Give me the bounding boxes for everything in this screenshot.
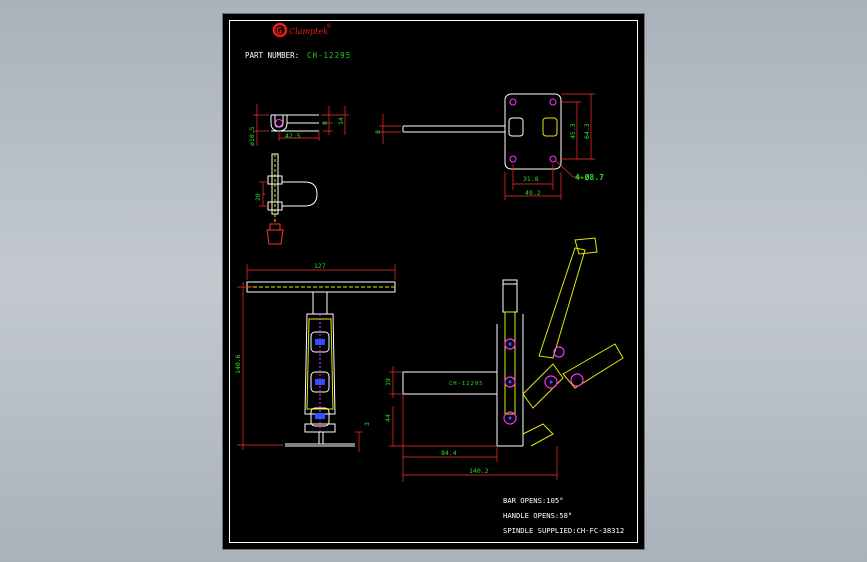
dim-140-2: 140.2 [469,467,489,475]
dim-3: 3 [363,422,371,426]
note-handle-opens: HANDLE OPENS:58° [503,511,572,520]
dim-84-4: 84.4 [441,449,457,457]
spindle-side-view [263,153,318,245]
dim-20: 20 [254,193,262,201]
dim-42-5: 42.5 [285,132,301,140]
clamp-top-dims [379,93,595,200]
notes-block: BAR OPENS:105° HANDLE OPENS:58° SPINDLE … [503,496,624,535]
brand-mark: ® [327,23,331,30]
note-bar-opens: BAR OPENS:105° [503,496,564,505]
dim-hole-callout: 4-Ø8.7 [575,172,604,182]
side-dims [389,366,558,482]
dim-14: 14 [337,117,345,125]
front-dims [237,264,396,452]
front-pins [315,339,325,419]
bar-part-label: CH-12295 [449,381,484,387]
drawing-canvas: G Clamptek ® PART NUMBER: CH-12295 [234,22,624,535]
dim-64-3: 64.3 [583,123,591,139]
dim-19: 19 [384,378,392,386]
dim-8-bar: 8 [374,130,382,134]
dim-8-top: 8 [321,121,329,125]
dim-49-2: 49.2 [525,189,541,197]
dim-44: 44 [384,414,392,422]
brand-name: Clamptek [289,27,328,36]
part-number-value: CH-12295 [307,51,351,60]
spindle-side-dims [259,181,269,207]
clamp-top-view [402,93,562,170]
clamp-side-view [402,237,624,447]
spindle-top-view [270,114,319,132]
dim-31-8: 31.8 [523,175,539,183]
dim-45-3: 45.3 [569,123,577,139]
dim-dia-10-5: ø10.5 [248,126,256,146]
part-number-label: PART NUMBER: [245,51,299,60]
side-pins [503,338,584,425]
note-spindle: SPINDLE SUPPLIED:CH-FC-38312 [503,526,624,535]
spindle-top-dims [253,104,349,146]
drawing-frame [229,20,638,543]
logo-letter: G [276,26,282,37]
dim-127: 127 [314,262,326,270]
brand-logo: G Clamptek ® [272,22,331,38]
dim-140-6: 140.6 [234,354,242,374]
drawing-sheet: G Clamptek ® PART NUMBER: CH-12295 [222,13,645,550]
clamp-front-view [246,281,396,447]
